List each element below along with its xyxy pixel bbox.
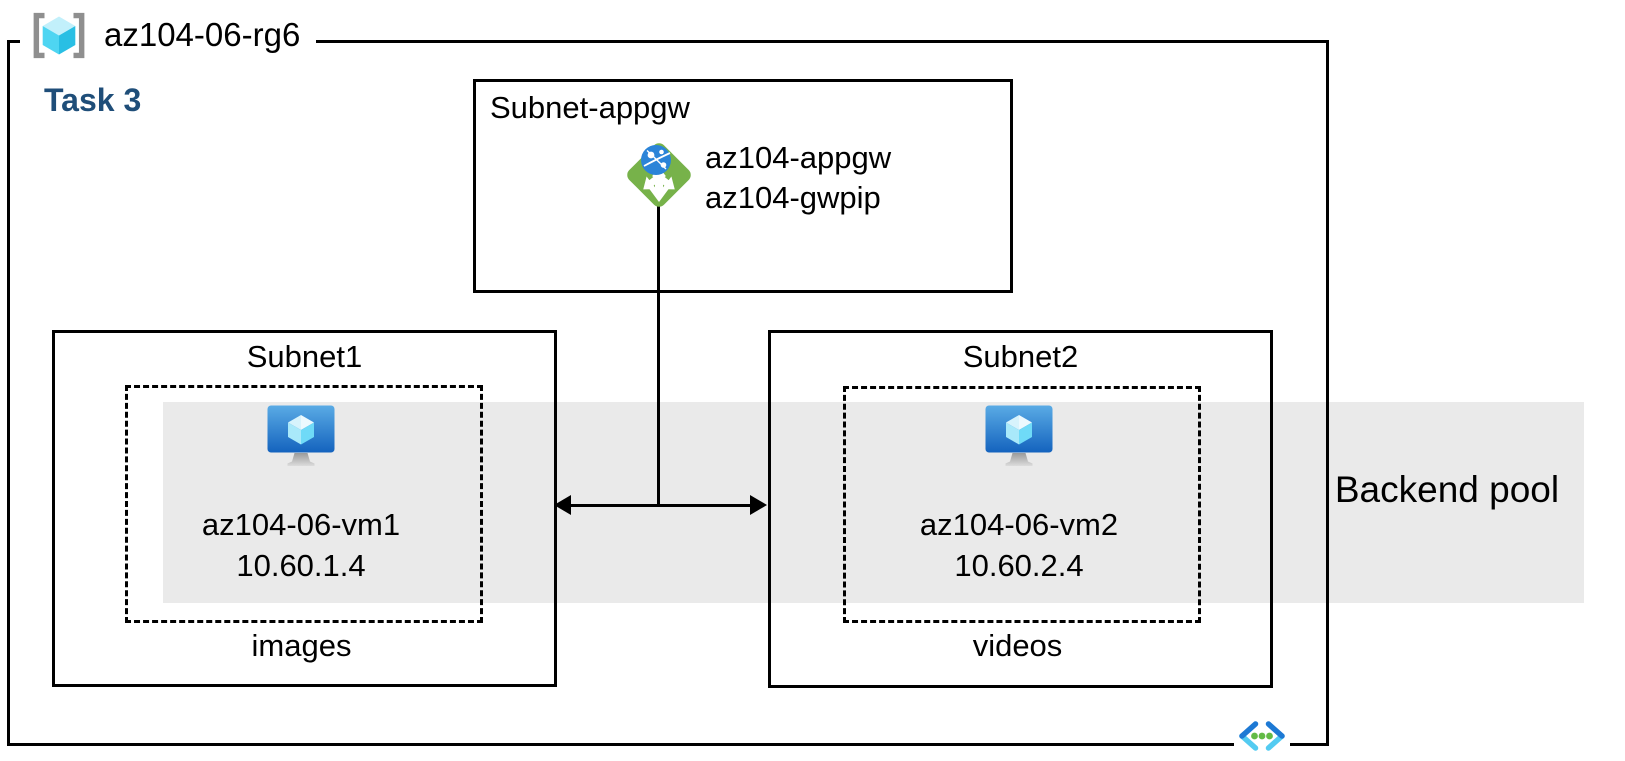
vm1-name: az104-06-vm1: [201, 507, 401, 542]
subnet-arrow-shaft: [566, 504, 752, 507]
backend-pool-label: Backend pool: [1334, 469, 1560, 510]
subnet1-caption: images: [251, 628, 352, 663]
subnet1-title: Subnet1: [246, 339, 363, 374]
appgw-labels: az104-appgw az104-gwpip: [705, 138, 891, 218]
application-gateway-icon: [621, 137, 697, 213]
subnet-appgw-box: Subnet-appgw: [473, 79, 1013, 293]
subnet2-caption: videos: [972, 628, 1063, 663]
subnet2-box: Subnet2: [768, 330, 1273, 688]
arrowhead-right-icon: [750, 495, 767, 515]
resource-group-name: az104-06-rg6: [104, 16, 301, 53]
virtual-machine-icon: [985, 405, 1053, 467]
backend-pool-band: [163, 402, 1584, 603]
appgw-pip-name: az104-gwpip: [705, 180, 881, 215]
subnet-appgw-title: Subnet-appgw: [490, 90, 690, 125]
appgw-name: az104-appgw: [705, 140, 892, 175]
resource-group-icon: [30, 11, 88, 60]
vm1-ip: 10.60.1.4: [236, 548, 366, 583]
gateway-connector-line: [657, 205, 660, 507]
vm2-ip: 10.60.2.4: [954, 548, 1084, 583]
virtual-network-icon: [1234, 716, 1290, 756]
subnet2-backend-dashed-box: [843, 386, 1201, 623]
resource-group-box: [7, 40, 1329, 746]
vm2-name: az104-06-vm2: [919, 507, 1119, 542]
resource-group-header: az104-06-rg6: [20, 8, 317, 62]
arrowhead-left-icon: [554, 495, 571, 515]
vm2-labels: az104-06-vm2 10.60.2.4: [843, 504, 1195, 586]
vm1-labels: az104-06-vm1 10.60.1.4: [125, 504, 477, 586]
task-label: Task 3: [44, 82, 142, 118]
subnet1-backend-dashed-box: [125, 385, 483, 623]
virtual-machine-icon: [267, 405, 335, 467]
subnet2-title: Subnet2: [962, 339, 1079, 374]
